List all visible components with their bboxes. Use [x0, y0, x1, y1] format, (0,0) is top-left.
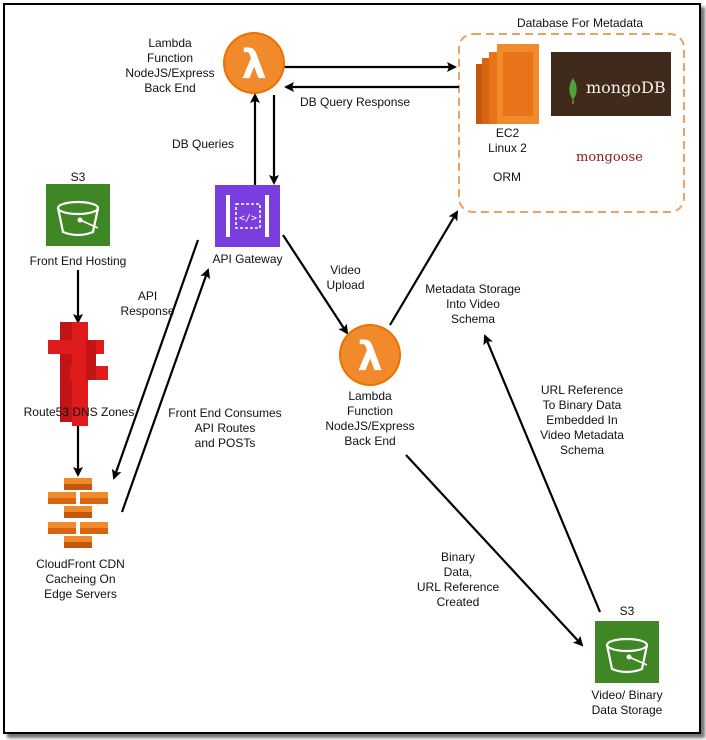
svg-text:λ: λ [357, 334, 382, 380]
lambda-icon: λ [223, 32, 285, 94]
cloudfront-line: Cacheing On [45, 572, 116, 586]
api-gateway-label: API Gateway [212, 252, 283, 266]
database-group-title: Database For Metadata [516, 16, 644, 30]
metadata-storage-line: Schema [450, 312, 496, 326]
arrow-lambda-mid-to-s3-storage [405, 454, 584, 647]
api-response-label: API Response [110, 289, 185, 319]
db-query-response-label: DB Query Response [300, 95, 411, 109]
s3-storage-line: Data Storage [591, 703, 663, 717]
mongodb-logo [551, 52, 671, 116]
lambda-icon: λ [339, 324, 401, 386]
binary-data-label: Binary Data, URL Reference Created [403, 550, 513, 610]
metadata-storage-label: Metadata Storage Into Video Schema [418, 282, 528, 327]
ec2-label-line: EC2 [495, 126, 520, 140]
api-gateway-icon: </> [215, 185, 280, 247]
cloudfront-line: CloudFront CDN [36, 557, 125, 571]
cloudfront-label: CloudFront CDN Cacheing On Edge Servers [23, 557, 138, 602]
orm-label: ORM [493, 170, 521, 184]
lambda-mid-line: NodeJS/Express [325, 419, 415, 433]
s3-storage-line: Video/ Binary [591, 688, 663, 702]
cloudfront-line: Edge Servers [44, 587, 117, 601]
mongoose-label: mongoose [576, 150, 643, 165]
lambda-top-line: Back End [144, 81, 196, 95]
lambda-mid-line: Function [346, 404, 394, 418]
binary-data-line: Created [436, 595, 480, 609]
arrow-s3-storage-to-schema [483, 334, 602, 613]
s3-storage-title: S3 [619, 604, 635, 618]
lambda-mid-line: Back End [344, 434, 396, 448]
lambda-top-line: Lambda [148, 36, 192, 50]
lambda-top-line: Function [146, 51, 194, 65]
binary-data-line: URL Reference [416, 580, 500, 594]
svg-text:λ: λ [241, 42, 266, 88]
video-upload-line: Video [330, 263, 361, 277]
mongodb-label: mongoDB [586, 78, 666, 97]
arrow-cloudfront-to-gateway [120, 268, 211, 513]
url-reference-line: To Binary Data [542, 398, 622, 412]
front-end-consumes-line: Front End Consumes [168, 406, 282, 420]
s3-bucket-icon [46, 184, 110, 246]
s3-storage-label: Video/ Binary Data Storage [577, 688, 677, 718]
ec2-icon [476, 44, 539, 124]
lambda-top-line: NodeJS/Express [125, 66, 215, 80]
svg-text:</>: </> [239, 213, 257, 224]
lambda-top-label: Lambda Function NodeJS/Express Back End [120, 36, 220, 96]
lambda-mid-line: Lambda [348, 389, 392, 403]
ec2-label-line: Linux 2 [488, 141, 527, 155]
video-upload-label: Video Upload [308, 263, 383, 293]
arrow-lambda-mid-to-db [389, 210, 459, 326]
arrow-gateway-to-cloudfront [111, 239, 200, 480]
api-response-line: Response [120, 304, 175, 318]
front-end-consumes-line: and POSTs [194, 436, 256, 450]
route53-icon [48, 322, 108, 426]
front-end-consumes-label: Front End Consumes API Routes and POSTs [160, 406, 290, 451]
s3-front-title: S3 [70, 170, 86, 184]
s3-front-label: Front End Hosting [29, 254, 127, 268]
ec2-label: EC2 Linux 2 [470, 126, 545, 156]
database-group-box [458, 33, 685, 213]
video-upload-line: Upload [326, 278, 365, 292]
url-reference-line: URL Reference [540, 383, 624, 397]
url-reference-line: Video Metadata [540, 428, 624, 442]
binary-data-line: Binary [440, 550, 475, 564]
api-response-line: API [137, 289, 158, 303]
url-reference-line: Schema [559, 443, 605, 457]
arrow-gateway-to-lambda-mid [282, 234, 349, 335]
cloudfront-icon [48, 478, 108, 548]
front-end-consumes-line: API Routes [194, 421, 256, 435]
metadata-storage-line: Metadata Storage [425, 282, 521, 296]
url-reference-label: URL Reference To Binary Data Embedded In… [527, 383, 637, 458]
db-queries-label: DB Queries [172, 137, 235, 151]
binary-data-line: Data, [443, 565, 473, 579]
s3-bucket-icon [595, 621, 659, 683]
route53-label: Route53 DNS Zones [23, 405, 135, 419]
url-reference-line: Embedded In [546, 413, 618, 427]
metadata-storage-line: Into Video [446, 297, 500, 311]
lambda-mid-label: Lambda Function NodeJS/Express Back End [320, 389, 420, 449]
